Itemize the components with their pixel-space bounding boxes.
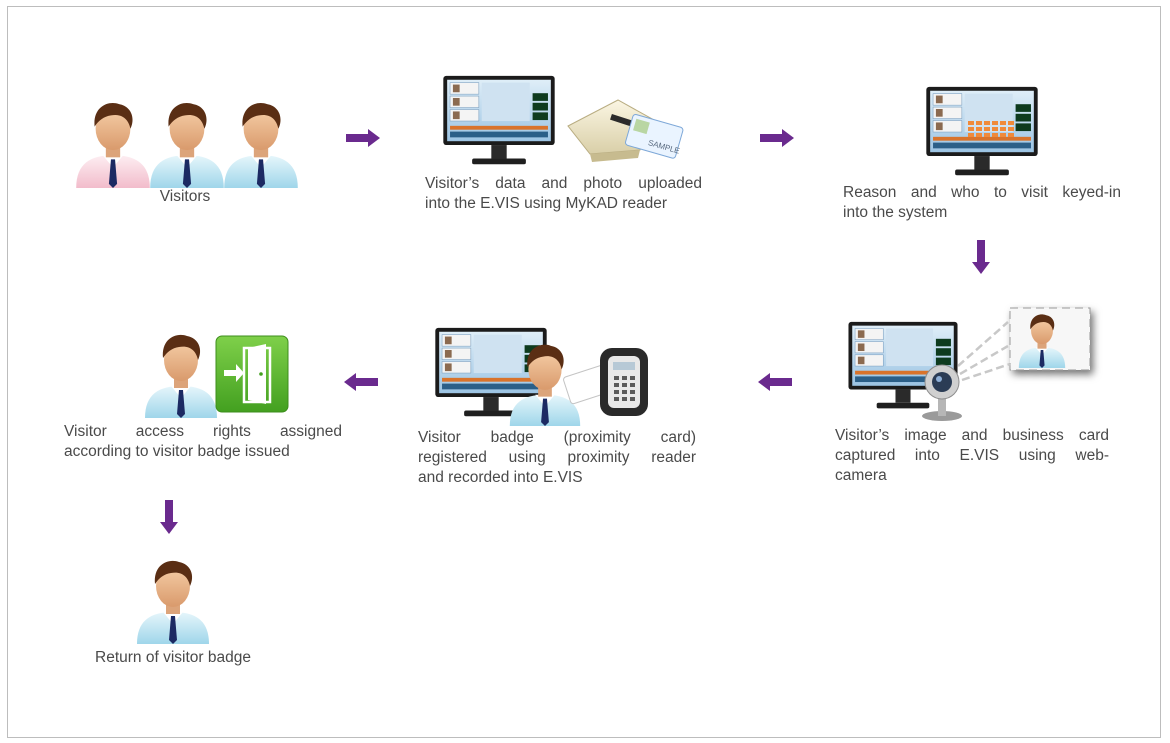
webcam-caption-line-1: Visitor’s image and business card bbox=[835, 427, 1109, 444]
reason-caption-line-2: into the system bbox=[843, 204, 948, 221]
webcam-scene bbox=[848, 307, 1091, 421]
arrow-left-icon bbox=[758, 373, 792, 391]
arrow-down-icon bbox=[972, 240, 990, 274]
return-person-icon bbox=[137, 560, 209, 644]
door-exit-icon bbox=[215, 335, 289, 413]
return-caption: Return of visitor badge bbox=[95, 649, 251, 666]
badge-scene bbox=[434, 327, 648, 426]
reason-caption-line-1: Reason and who to visit keyed-in bbox=[843, 184, 1121, 201]
arrow-left-icon bbox=[344, 373, 378, 391]
badge-caption-line-1: Visitor badge (proximity card) bbox=[418, 429, 696, 446]
badge-caption-line-3: and recorded into E.VIS bbox=[418, 469, 583, 486]
proximity-reader-icon bbox=[600, 348, 648, 416]
monitor-icon bbox=[442, 75, 556, 165]
webcam-icon bbox=[922, 364, 962, 421]
person-icon bbox=[145, 334, 217, 418]
access-caption-line-1: Visitor access rights assigned bbox=[64, 423, 342, 440]
arrow-right-icon bbox=[346, 129, 380, 147]
access-scene bbox=[145, 334, 289, 418]
arrow-right-icon bbox=[760, 129, 794, 147]
webcam-caption-line-2: captured into E.VIS using web- bbox=[835, 447, 1109, 464]
mykad-caption-line-1: Visitor’s data and photo uploaded bbox=[425, 175, 702, 192]
badge-caption: Visitor badge (proximity card) registere… bbox=[418, 428, 696, 488]
arrow-down-icon bbox=[160, 500, 178, 534]
visitors-group-icon bbox=[76, 102, 298, 188]
access-caption: Visitor access rights assigned according… bbox=[64, 422, 342, 462]
business-card-photo bbox=[1009, 307, 1091, 371]
visitors-caption: Visitors bbox=[159, 188, 211, 205]
diagram-frame bbox=[7, 6, 1161, 738]
mykad-scene: SAMPLE bbox=[442, 75, 684, 165]
badge-caption-line-2: registered using proximity reader bbox=[418, 449, 696, 466]
mykad-caption: Visitor’s data and photo uploaded into t… bbox=[425, 174, 702, 214]
webcam-caption: Visitor’s image and business card captur… bbox=[835, 426, 1109, 486]
reason-caption: Reason and who to visit keyed-in into th… bbox=[843, 183, 1121, 223]
reason-monitor-icon bbox=[925, 86, 1039, 176]
access-caption-line-2: according to visitor badge issued bbox=[64, 443, 290, 460]
webcam-caption-line-3: camera bbox=[835, 467, 887, 484]
mykad-card-icon: SAMPLE bbox=[625, 113, 684, 159]
mykad-caption-line-2: into the E.VIS using MyKAD reader bbox=[425, 195, 668, 212]
